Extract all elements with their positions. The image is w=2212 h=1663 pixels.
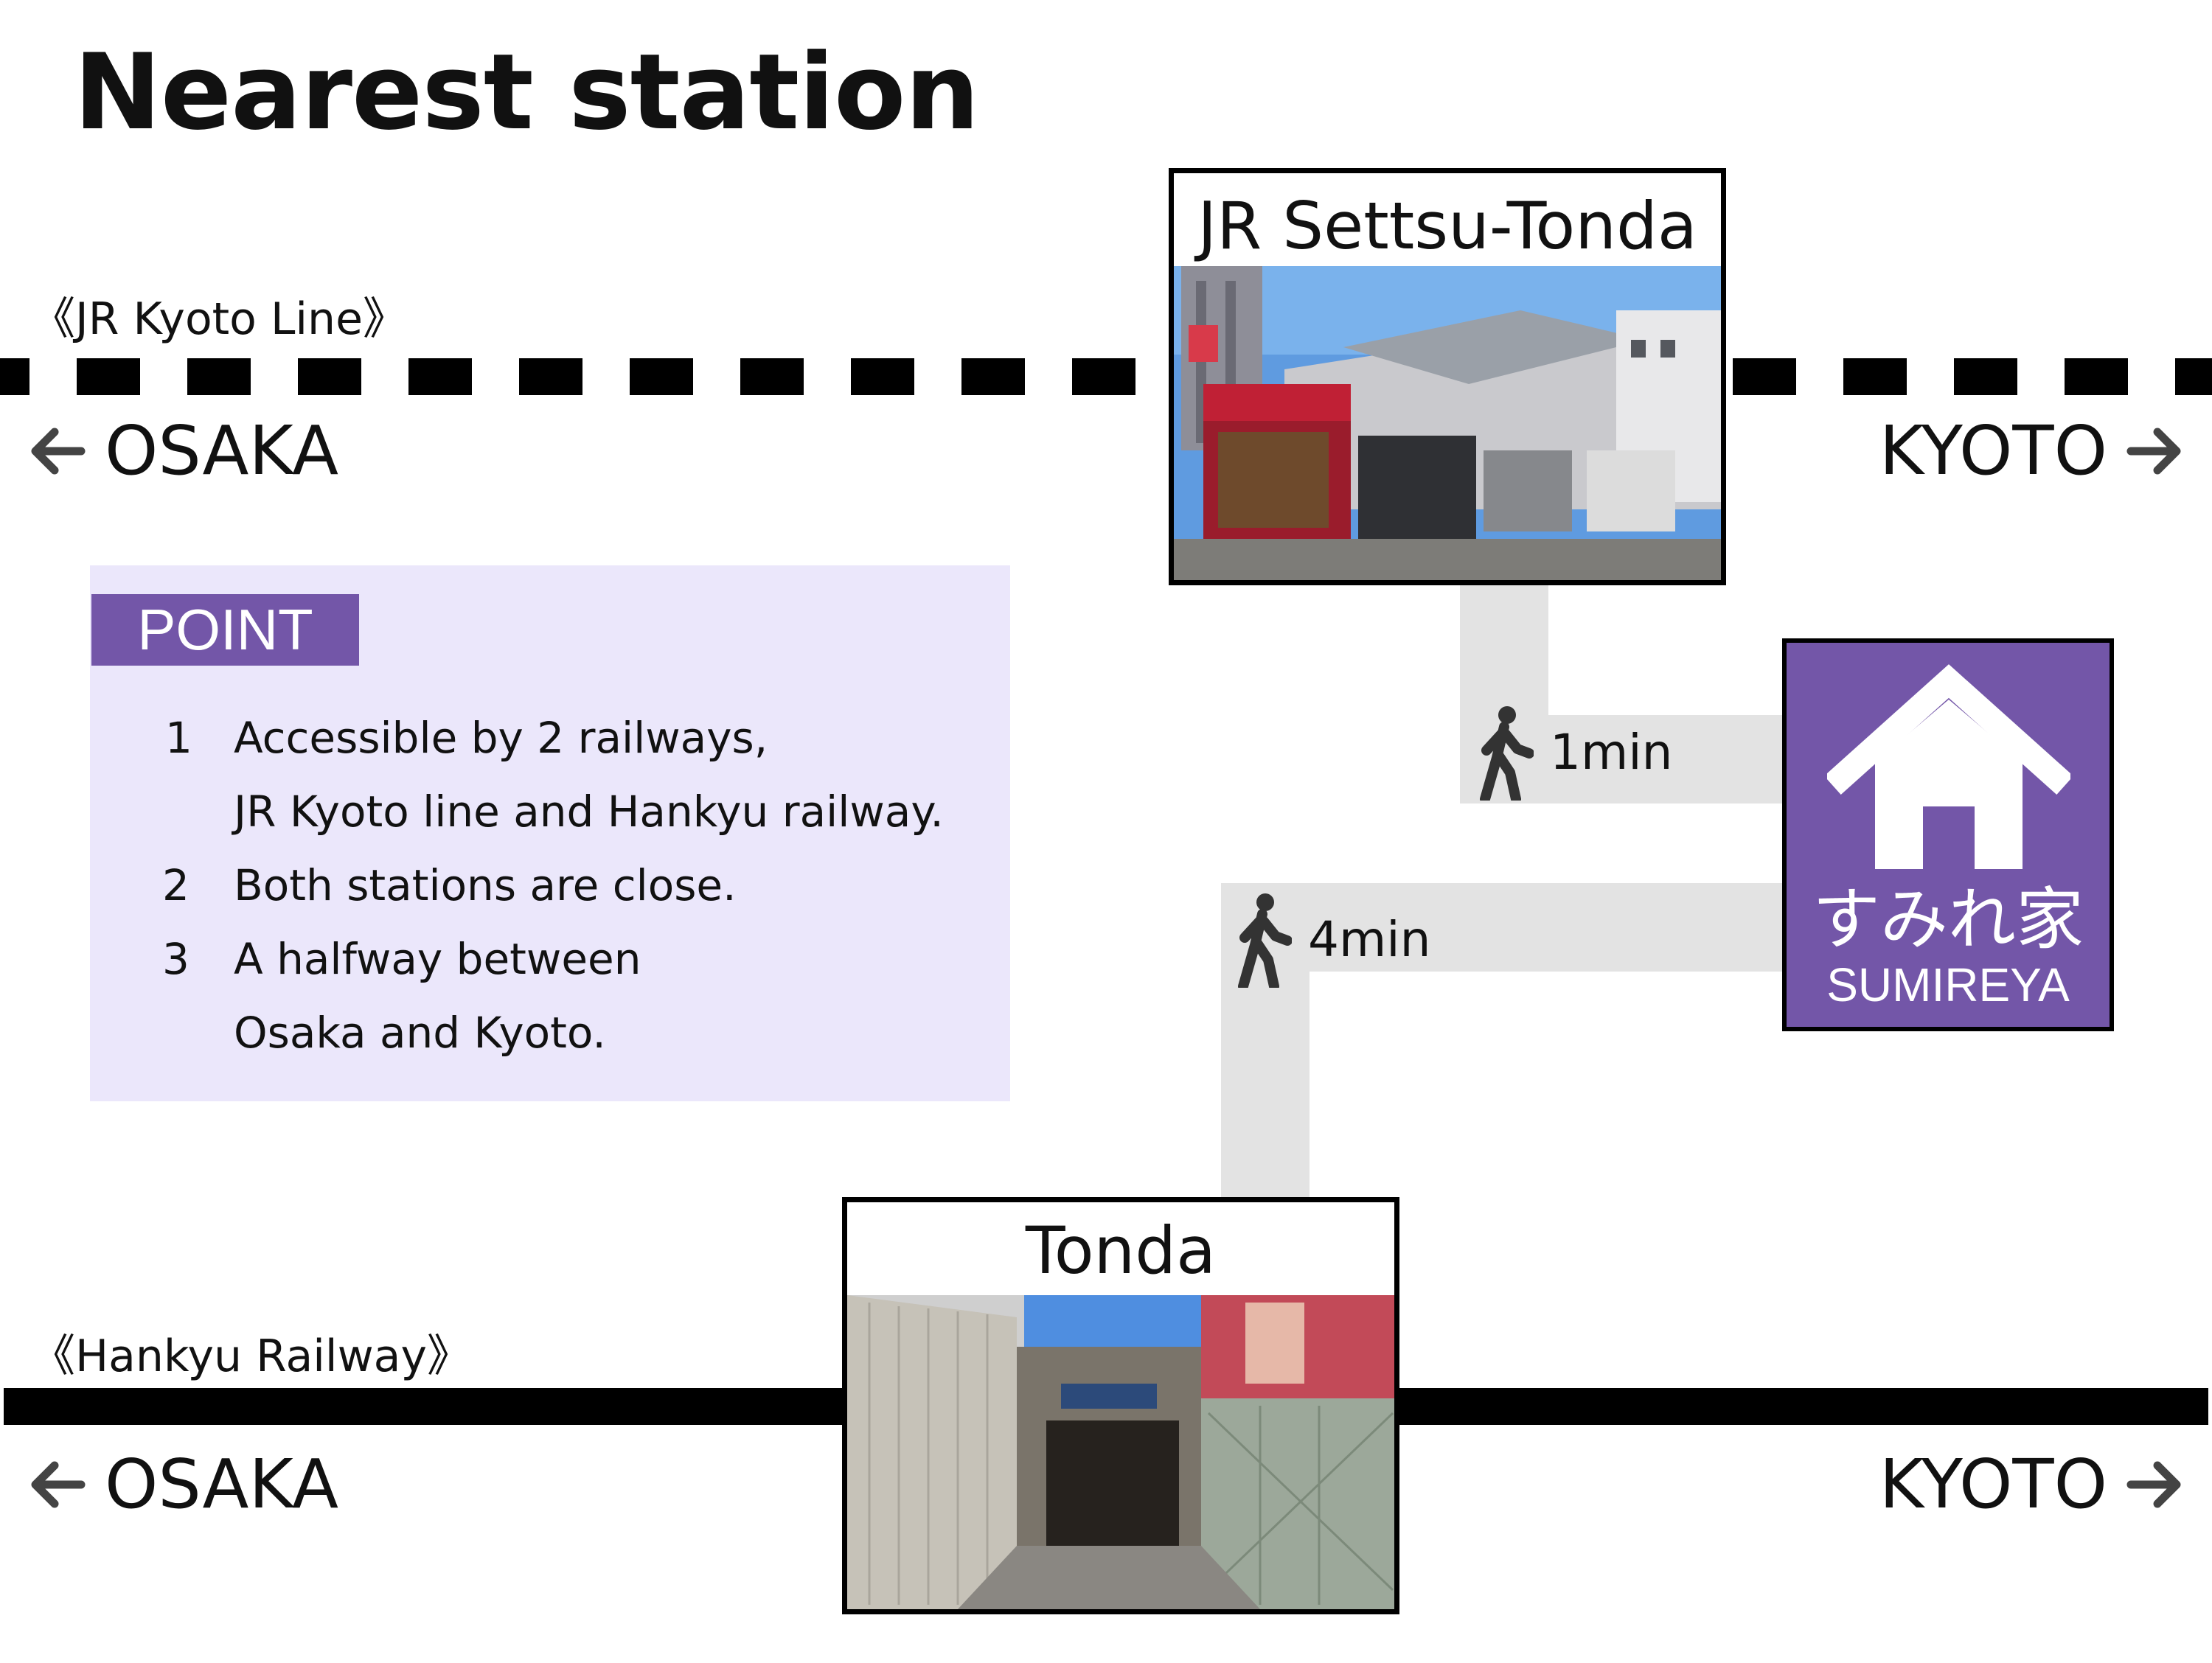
walking-person-icon [1480, 706, 1534, 801]
jr-kyoto-direction: KYOTO [1879, 417, 2183, 485]
point-item-1-line-2: JR Kyoto line and Hankyu railway. [234, 787, 944, 837]
walking-person-icon [1238, 893, 1292, 988]
house-icon [1827, 664, 2070, 869]
jr-osaka-direction: OSAKA [29, 417, 338, 485]
walk-time-hankyu-label: 4min [1308, 911, 1431, 968]
page-title: Nearest station [74, 32, 980, 153]
house-name-jp: すみれ家 [1812, 880, 2084, 959]
jr-kyoto-line-track [0, 358, 2212, 395]
route-hankyu-vertical [1221, 883, 1310, 1200]
hankyu-kyoto-direction: KYOTO [1879, 1451, 2183, 1519]
hankyu-osaka-label: OSAKA [105, 1445, 339, 1524]
point-tag: POINT [91, 594, 359, 666]
arrow-left-icon [31, 428, 86, 475]
point-item-1-number: 1 [165, 713, 192, 763]
hankyu-line-label: 《Hankyu Railway》 [31, 1331, 471, 1382]
point-item-3-number: 3 [162, 934, 189, 984]
hankyu-osaka-direction: OSAKA [29, 1451, 338, 1519]
walk-time-jr: 1min [1475, 705, 1672, 801]
jr-station-photo [1174, 266, 1721, 580]
sumireya-house-marker: すみれ家 SUMIREYA [1782, 638, 2114, 1031]
house-name-en: SUMIREYA [1826, 958, 2070, 1011]
jr-line-label: 《JR Kyoto Line》 [31, 293, 407, 345]
walk-time-jr-label: 1min [1550, 724, 1673, 781]
point-item-1-line-1: Accessible by 2 railways, [234, 713, 768, 763]
tonda-station-name: Tonda [1025, 1213, 1217, 1289]
arrow-right-icon [2126, 428, 2181, 475]
jr-settsu-tonda-station: JR Settsu-Tonda [1169, 168, 1726, 585]
jr-kyoto-label: KYOTO [1879, 411, 2107, 490]
jr-station-name: JR Settsu-Tonda [1197, 188, 1697, 264]
arrow-right-icon [2126, 1461, 2181, 1508]
point-item-3-line-1: A halfway between [234, 934, 641, 984]
tonda-station-photo [847, 1295, 1394, 1609]
point-item-2-number: 2 [162, 860, 189, 910]
point-item-2-line-1: Both stations are close. [234, 860, 737, 910]
arrow-left-icon [31, 1461, 86, 1508]
point-item-3-line-2: Osaka and Kyoto. [234, 1008, 606, 1058]
tonda-station: Tonda [842, 1197, 1399, 1614]
jr-osaka-label: OSAKA [105, 411, 339, 490]
route-hankyu-horizontal [1221, 883, 1782, 972]
hankyu-kyoto-label: KYOTO [1879, 1445, 2107, 1524]
walk-time-hankyu: 4min [1233, 892, 1430, 988]
